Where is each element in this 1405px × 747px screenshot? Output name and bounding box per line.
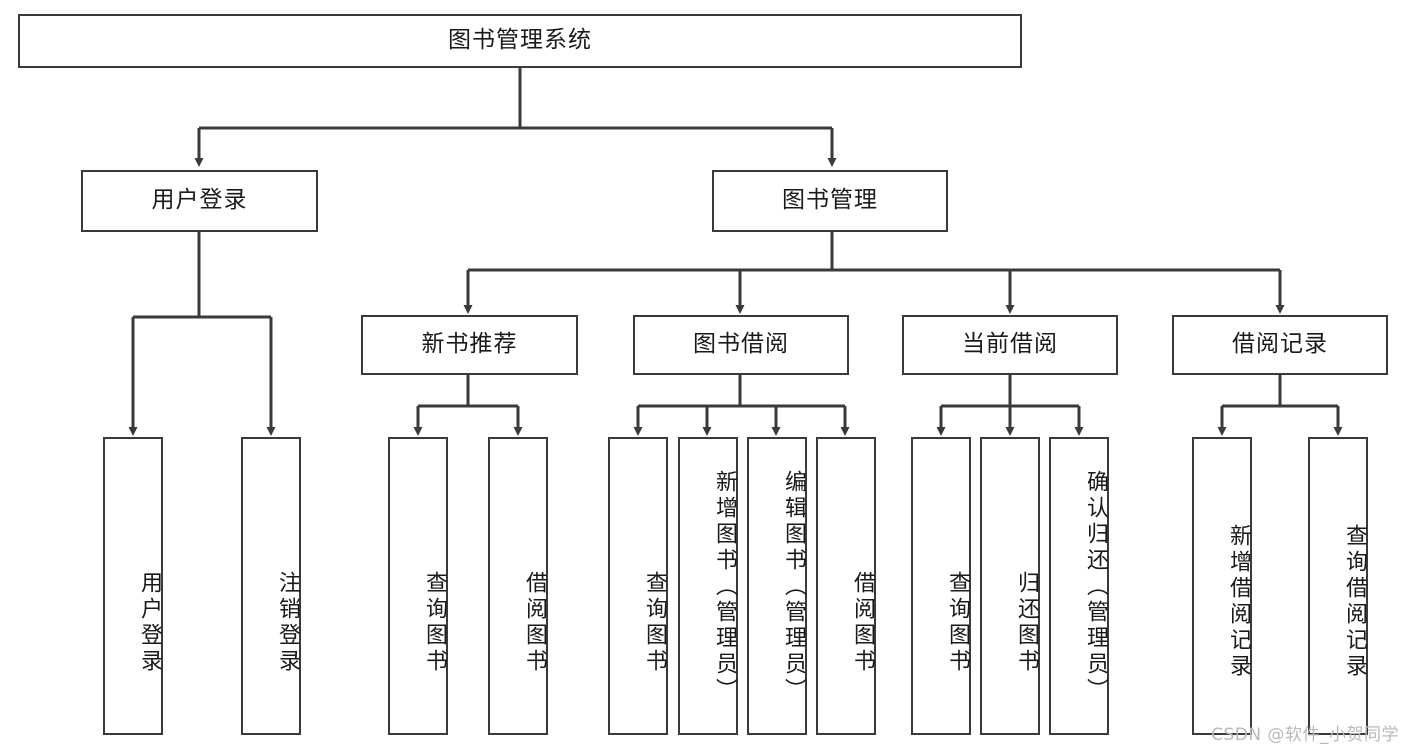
node-label: 新增图书（管理员） (712, 470, 737, 704)
node-book-borrow[interactable]: 图书借阅 (633, 315, 849, 375)
node-leaf-borrow-book-new[interactable]: 借阅图书 (488, 437, 548, 735)
node-label: 注销登录 (275, 571, 300, 675)
node-label: 确认归还（管理员） (1083, 470, 1108, 704)
node-leaf-add-borrow-record[interactable]: 新增借阅记录 (1192, 437, 1252, 735)
node-label: 查询图书 (642, 571, 667, 675)
node-leaf-add-book-admin[interactable]: 新增图书（管理员） (678, 437, 738, 735)
node-label: 图书管理 (782, 187, 878, 214)
node-root-system[interactable]: 图书管理系统 (18, 14, 1022, 68)
node-label: 归还图书 (1014, 571, 1039, 675)
node-label: 图书管理系统 (448, 27, 592, 54)
node-label: 查询图书 (422, 571, 447, 675)
node-label: 图书借阅 (693, 331, 789, 358)
csdn-watermark: CSDN @软件_小贺同学 (1211, 725, 1399, 745)
node-new-book-recommend[interactable]: 新书推荐 (361, 315, 578, 375)
node-leaf-confirm-return-admin[interactable]: 确认归还（管理员） (1049, 437, 1109, 735)
node-label: 新增借阅记录 (1226, 524, 1251, 680)
node-label: 查询借阅记录 (1342, 524, 1367, 680)
node-label: 借阅记录 (1232, 331, 1328, 358)
node-leaf-borrow-book[interactable]: 借阅图书 (816, 437, 876, 735)
node-current-borrow[interactable]: 当前借阅 (902, 315, 1118, 375)
node-user-login[interactable]: 用户登录 (81, 170, 318, 232)
node-label: 借阅图书 (850, 571, 875, 675)
node-borrow-record[interactable]: 借阅记录 (1172, 315, 1388, 375)
node-leaf-query-book-new[interactable]: 查询图书 (388, 437, 448, 735)
node-label: 当前借阅 (962, 331, 1058, 358)
node-label: 用户登录 (137, 571, 162, 675)
node-label: 编辑图书（管理员） (781, 470, 806, 704)
node-label: 新书推荐 (421, 331, 518, 358)
node-book-management[interactable]: 图书管理 (712, 170, 948, 232)
node-leaf-return-book[interactable]: 归还图书 (980, 437, 1040, 735)
node-leaf-query-book[interactable]: 查询图书 (608, 437, 668, 735)
node-label: 借阅图书 (522, 571, 547, 675)
node-leaf-user-login[interactable]: 用户登录 (103, 437, 163, 735)
node-leaf-edit-book-admin[interactable]: 编辑图书（管理员） (747, 437, 807, 735)
node-leaf-query-book-current[interactable]: 查询图书 (911, 437, 971, 735)
node-leaf-logout[interactable]: 注销登录 (241, 437, 301, 735)
node-leaf-query-borrow-record[interactable]: 查询借阅记录 (1308, 437, 1368, 735)
node-label: 用户登录 (151, 187, 248, 214)
node-label: 查询图书 (945, 571, 970, 675)
